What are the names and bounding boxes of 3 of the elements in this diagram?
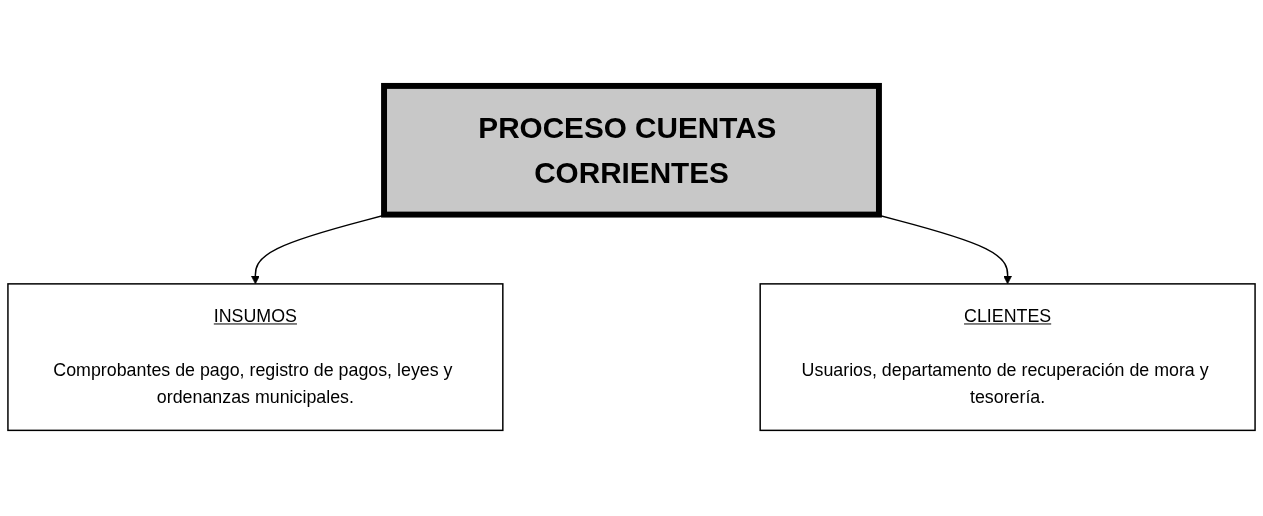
node-box: CLIENTES Usuarios, departamento de recuperación de mora y tesorería.	[759, 283, 1256, 431]
node-box: PROCESO CUENTAS CORRIENTES	[381, 82, 882, 218]
node-box: INSUMOS Comprobantes de pago, registro de pagos, leyes y ordenanzas municipales.	[7, 283, 504, 431]
